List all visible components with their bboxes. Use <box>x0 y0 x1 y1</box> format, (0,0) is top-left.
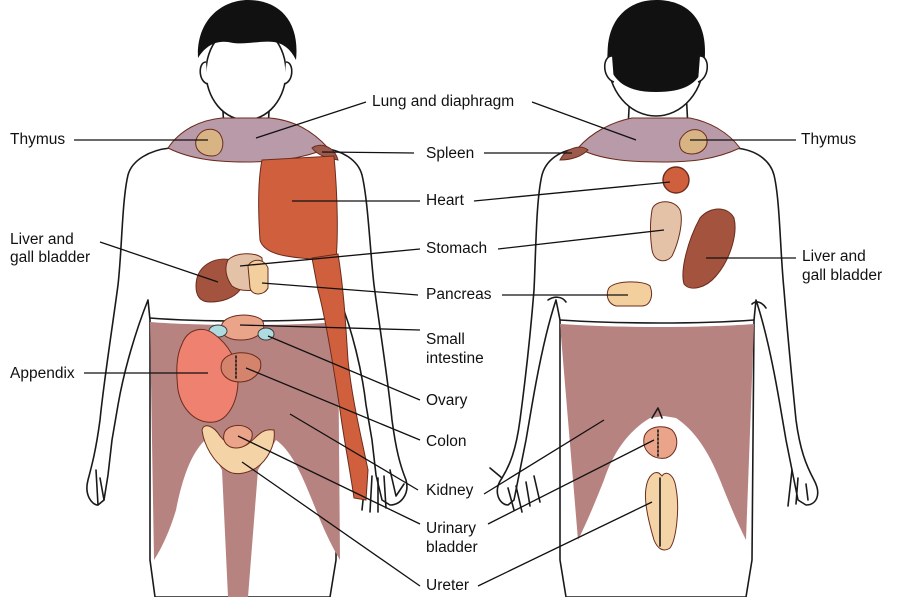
front-thymus-region <box>195 128 224 157</box>
label-small-intestine-line1: Small <box>426 331 465 348</box>
label-thymus-right: Thymus <box>801 131 857 148</box>
front-pancreas-region <box>247 259 269 295</box>
back-spleen-region <box>559 146 589 161</box>
leader-ureter-back <box>477 501 653 587</box>
leader-stomach-back <box>497 229 665 250</box>
leader-lines <box>74 101 796 587</box>
front-heart-arm-band <box>311 253 369 501</box>
back-elbow-right <box>751 301 767 309</box>
label-small-intestine-line2: intestine <box>426 350 484 367</box>
leader-bladder-front <box>237 435 421 525</box>
label-kidney: Kidney <box>426 482 474 499</box>
front-left-hand <box>95 469 105 506</box>
label-stomach: Stomach <box>426 240 488 257</box>
leader-bladder-back <box>487 439 655 525</box>
back-pancreas-region <box>606 281 653 307</box>
label-urinary-bladder-line1: Urinary <box>426 520 476 537</box>
leader-liver-front <box>99 241 219 283</box>
back-stomach-region <box>650 201 682 262</box>
label-urinary-bladder-line2: bladder <box>426 539 478 556</box>
back-elbow-left <box>547 296 567 303</box>
back-liver-region <box>682 208 736 289</box>
label-ureter: Ureter <box>426 577 470 594</box>
leader-ureter-front <box>241 461 421 587</box>
leader-pancreas-front <box>261 282 419 296</box>
back-ear-left <box>603 55 615 83</box>
label-lung-and-diaphragm: Lung and diaphragm <box>372 93 515 110</box>
front-heart-region <box>258 155 338 263</box>
front-urinary-bladder-region <box>201 425 275 475</box>
leader-heart-back <box>473 181 671 202</box>
leader-lung-back <box>531 101 637 141</box>
back-right-hand <box>787 469 809 507</box>
back-thymus-region <box>679 129 708 155</box>
back-heart-region <box>662 166 690 194</box>
label-heart: Heart <box>426 192 464 209</box>
label-thymus-left: Thymus <box>10 131 66 148</box>
leader-kidney-back <box>483 419 605 495</box>
label-liver-left-line1: Liver and <box>10 231 74 248</box>
label-liver-right-line2: gall bladder <box>802 267 883 284</box>
leader-kidney-front <box>289 413 419 491</box>
leader-colon <box>245 367 421 441</box>
back-hair <box>607 0 705 92</box>
label-colon: Colon <box>426 433 467 450</box>
front-colon-region <box>220 352 262 383</box>
front-ear-left <box>199 61 209 85</box>
back-kidney-region <box>560 324 754 540</box>
back-waist-line <box>559 319 755 324</box>
back-colon-region <box>643 426 678 459</box>
leader-small-intestine <box>239 324 421 331</box>
back-left-hand <box>489 467 541 513</box>
front-hair <box>197 0 297 60</box>
label-pancreas: Pancreas <box>426 286 492 303</box>
back-buttock-cleft <box>651 407 663 419</box>
label-appendix: Appendix <box>10 365 75 382</box>
leader-spleen-front <box>321 151 415 154</box>
leader-lung-front <box>255 101 367 139</box>
back-ear-right <box>697 55 709 83</box>
label-ovary: Ovary <box>426 392 468 409</box>
label-spleen: Spleen <box>426 145 475 162</box>
leader-stomach-front <box>239 248 421 267</box>
front-bladder-core <box>223 425 253 449</box>
front-figure <box>86 0 408 597</box>
label-liver-right-line1: Liver and <box>802 248 866 265</box>
front-ear-right <box>283 61 293 85</box>
back-figure <box>489 0 819 597</box>
front-appendix-region <box>176 328 239 423</box>
back-ureter-region <box>645 472 679 551</box>
label-liver-left-line2: gall bladder <box>10 249 91 266</box>
leader-ovary <box>267 335 421 401</box>
front-small-intestine-region <box>220 314 265 341</box>
